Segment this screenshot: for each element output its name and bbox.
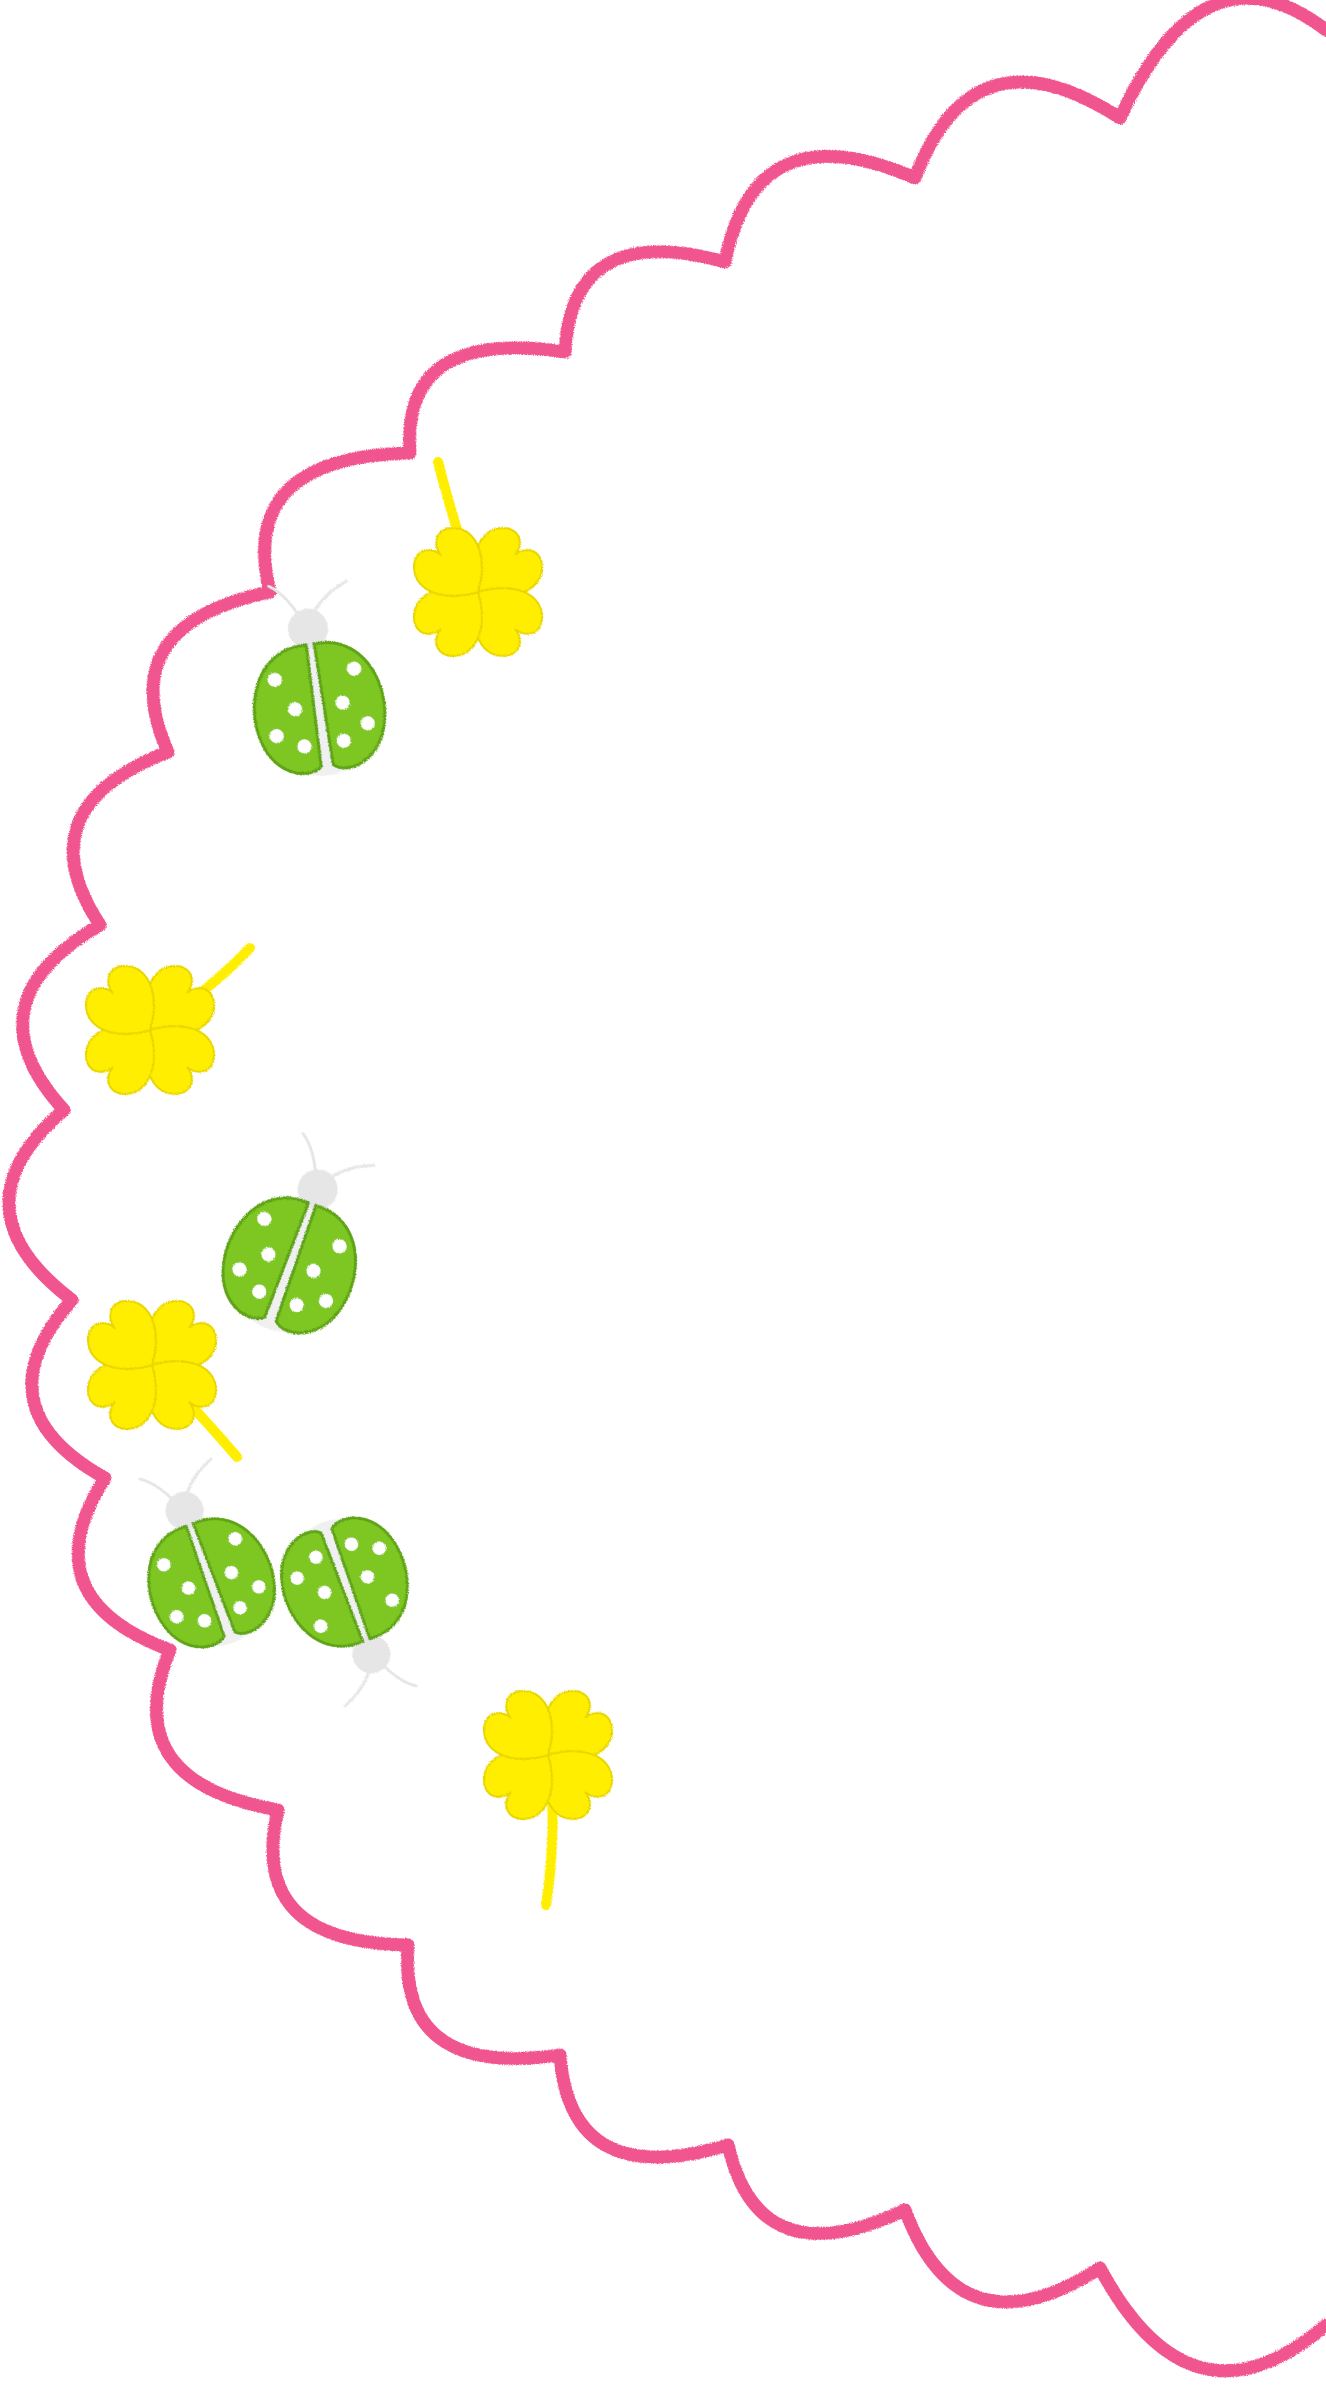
four-leaf-clover-icon: [85, 943, 255, 1095]
four-leaf-clover-icon: [87, 1300, 242, 1462]
ladybug-icon: [280, 1516, 418, 1708]
ladybug-icon: [138, 1457, 276, 1649]
four-leaf-clover-icon: [483, 1690, 613, 1910]
ladybug-icon: [221, 1131, 376, 1335]
ladybug-group: [138, 579, 418, 1708]
clover-group: [85, 457, 613, 1910]
ladybug-icon: [252, 579, 387, 776]
four-leaf-clover-icon: [413, 457, 543, 657]
